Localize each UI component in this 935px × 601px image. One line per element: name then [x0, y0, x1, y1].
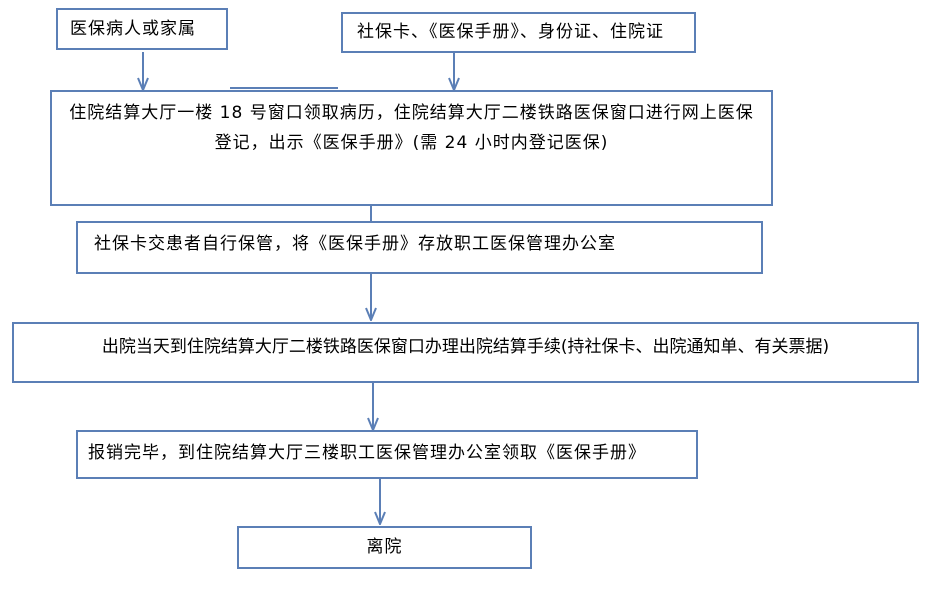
node-leave: 离院: [237, 526, 532, 569]
node-registration: 住院结算大厅一楼 18 号窗口领取病历，住院结算大厅二楼铁路医保窗口进行网上医保…: [50, 90, 773, 206]
node-documents: 社保卡、《医保手册》、身份证、住院证: [341, 12, 696, 53]
node-patient-text: 医保病人或家属: [70, 19, 196, 39]
node-patient: 医保病人或家属: [56, 8, 228, 50]
node-custody: 社保卡交患者自行保管，将《医保手册》存放职工医保管理办公室: [76, 221, 763, 274]
node-reimbursement-done-text: 报销完毕，到住院结算大厅三楼职工医保管理办公室领取《医保手册》: [88, 443, 646, 463]
node-discharge-settlement-text: 出院当天到住院结算大厅二楼铁路医保窗口办理出院结算手续(持社保卡、出院通知单、有…: [101, 337, 830, 357]
node-discharge-settlement: 出院当天到住院结算大厅二楼铁路医保窗口办理出院结算手续(持社保卡、出院通知单、有…: [12, 322, 919, 383]
node-documents-text: 社保卡、《医保手册》、身份证、住院证: [357, 22, 664, 42]
node-custody-text: 社保卡交患者自行保管，将《医保手册》存放职工医保管理办公室: [94, 234, 616, 254]
node-registration-text: 住院结算大厅一楼 18 号窗口领取病历，住院结算大厅二楼铁路医保窗口进行网上医保…: [69, 103, 754, 153]
node-reimbursement-done: 报销完毕，到住院结算大厅三楼职工医保管理办公室领取《医保手册》: [76, 430, 698, 479]
node-leave-text: 离院: [366, 537, 403, 557]
